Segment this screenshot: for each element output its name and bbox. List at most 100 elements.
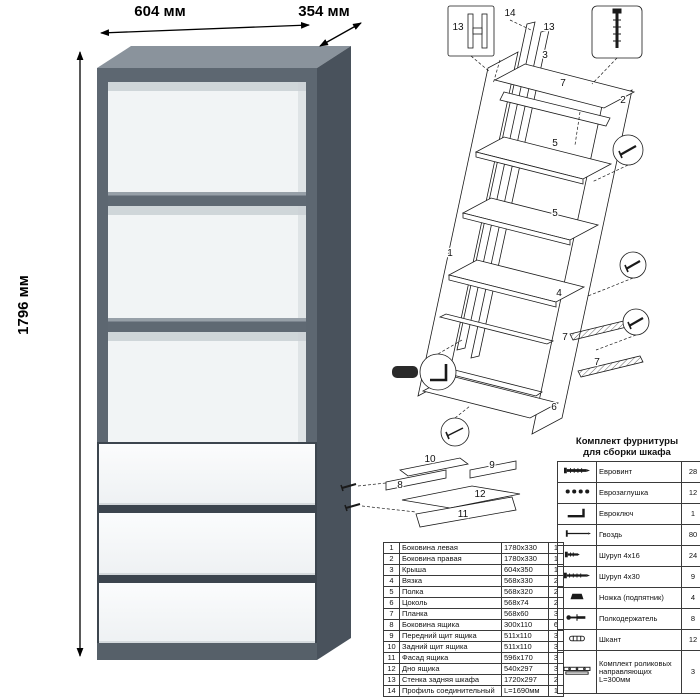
- nail-icon: [445, 427, 464, 440]
- foot-icon: [557, 587, 597, 609]
- part-number: 10: [383, 641, 400, 653]
- part-callout: 1: [447, 248, 453, 259]
- part-callout: 5: [552, 138, 558, 149]
- part-name: Дно ящика: [399, 663, 502, 675]
- depth-dimension-label: 354 мм: [298, 3, 349, 20]
- hardware-item-name: Шуруп 4x16: [596, 545, 682, 567]
- part-name: Передний щит ящика: [399, 630, 502, 642]
- part-callout: 13: [543, 22, 555, 33]
- part-number: 6: [383, 597, 400, 609]
- part-number: 5: [383, 586, 400, 598]
- drawer-front-2: [99, 513, 315, 575]
- hardware-item-qty: 3: [681, 650, 700, 694]
- hardware-kit-title-line1: Комплект фурнитуры: [575, 436, 679, 447]
- part-name: Крыша: [399, 564, 502, 576]
- part-name: Боковина левая: [399, 542, 502, 554]
- table-row: Шкант 12: [557, 629, 700, 651]
- drawer-bottom: [401, 485, 521, 509]
- drawer-exploded-view: [340, 457, 521, 528]
- hardware-item-qty: 4: [681, 587, 700, 609]
- table-row: Полкодержатель 8: [557, 608, 700, 630]
- hardware-kit-title: Комплект фурнитуры для сборки шкафа: [556, 436, 698, 458]
- part-callout: 9: [489, 460, 495, 471]
- part-size: 568x60: [501, 608, 549, 620]
- part-callout: 14: [504, 8, 516, 19]
- part-size: 511x110: [501, 641, 549, 653]
- width-dimension: 604 мм: [100, 3, 310, 37]
- part-name: Боковина правая: [399, 553, 502, 565]
- screw-icon: [627, 317, 644, 330]
- screw-short-icon: [557, 545, 597, 567]
- part-name: Вязка: [399, 575, 502, 587]
- hardware-item-qty: 80: [681, 524, 700, 546]
- part-callout: 3: [542, 50, 548, 61]
- table-row: Гвоздь 80: [557, 524, 700, 546]
- part-callout: 8: [397, 480, 403, 491]
- screw-long-icon: [557, 566, 597, 588]
- part-callout: 2: [620, 95, 626, 106]
- part-number: 9: [383, 630, 400, 642]
- drawer-slide-icon: [557, 650, 597, 694]
- confirmat-icon: [557, 461, 597, 483]
- fitting-icon: [392, 366, 418, 378]
- drawer-back-panel: [399, 457, 469, 477]
- part-number: 1: [383, 542, 400, 554]
- part-number: 14: [383, 685, 400, 697]
- part-callouts: 14 13 13 3 7 2 1 5 5 4 7 7 6 10 8 9 12 1…: [396, 7, 628, 522]
- part-callout: 7: [562, 332, 568, 343]
- cabinet-exploded-parts: [417, 51, 636, 435]
- hardware-item-qty: 28: [681, 461, 700, 483]
- hardware-table: Евровинт 28 Еврозаглушка 12 Евроключ 1: [557, 461, 700, 694]
- hardware-item-name: Комплект роликовых направляющих L=300мм: [596, 650, 682, 694]
- height-dimension-label: 1796 мм: [15, 275, 32, 335]
- table-row: Ножка (подпятник) 4: [557, 587, 700, 609]
- part-name: Профиль соединительный: [399, 685, 502, 697]
- open-shelf-compartments: [108, 82, 306, 442]
- cabinet-body: [97, 46, 351, 660]
- part-callout: 7: [560, 78, 566, 89]
- hexkey-detail-circle: [419, 353, 457, 391]
- drawer-fronts: [97, 442, 317, 660]
- drawer-front-1: [99, 444, 315, 505]
- shelf-pin-icon: [557, 608, 597, 630]
- assembly-guide-lines: [437, 19, 637, 419]
- hex-key-icon: [557, 503, 597, 525]
- hardware-item-qty: 8: [681, 608, 700, 630]
- part-number: 2: [383, 553, 400, 565]
- part-size: 300x110: [501, 619, 549, 631]
- cabinet-top-face: [97, 46, 351, 68]
- part-size: 1780x330: [501, 553, 549, 565]
- confirmat-screw-icon: [612, 8, 622, 48]
- part-name: Полка: [399, 586, 502, 598]
- exploded-assembly-diagram: 14 13 13 3 7 2 1 5 5 4 7 7 6 10 8 9 12 1…: [340, 5, 650, 528]
- screw-icon: [624, 260, 641, 273]
- hardware-item-name: Шкант: [596, 629, 682, 651]
- hardware-item-qty: 12: [681, 482, 700, 504]
- hardware-item-qty: 12: [681, 629, 700, 651]
- hardware-item-name: Гвоздь: [596, 524, 682, 546]
- height-dimension: 1796 мм: [15, 51, 84, 657]
- part-callout: 12: [474, 489, 486, 500]
- top-panel: [493, 63, 636, 109]
- drawer-side-panel: [385, 469, 447, 491]
- drawer-front-3: [99, 583, 315, 643]
- part-callout: 7: [594, 357, 600, 368]
- part-name: Стенка задняя шкафа: [399, 674, 502, 686]
- table-row: Шуруп 4x16 24: [557, 545, 700, 567]
- part-number: 13: [383, 674, 400, 686]
- h-profile-icon: [467, 13, 488, 49]
- part-size: 568x74: [501, 597, 549, 609]
- part-name: Планка: [399, 608, 502, 620]
- hardware-item-name: Полкодержатель: [596, 608, 682, 630]
- part-callout: 13: [452, 22, 464, 33]
